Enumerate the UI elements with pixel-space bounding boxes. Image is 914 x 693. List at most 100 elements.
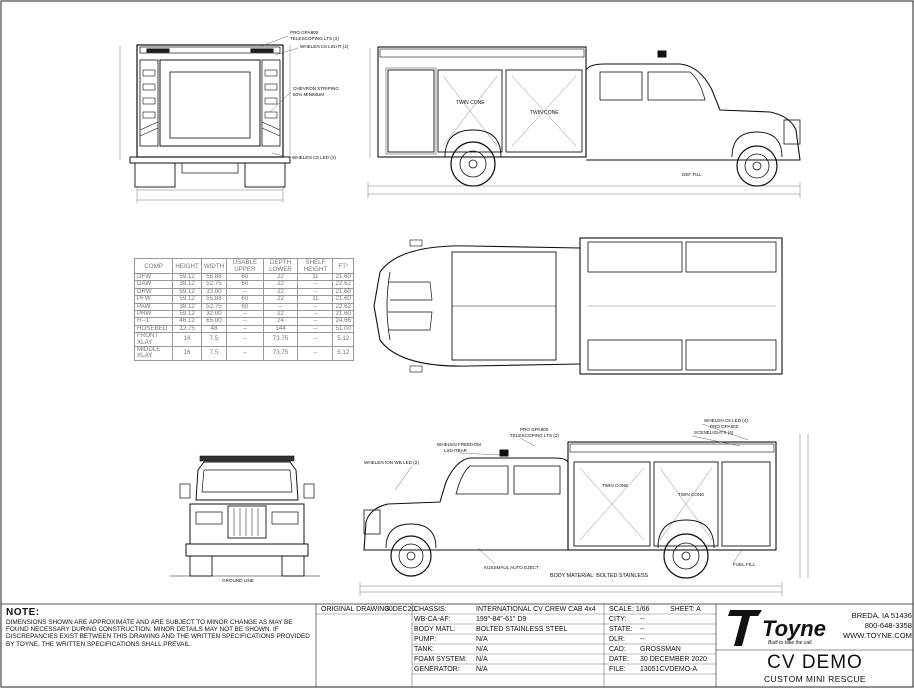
callout-rear-top: PRO GPA800 bbox=[290, 30, 319, 35]
callout-bot-pro: PRO GPA800 bbox=[710, 424, 739, 429]
side-view-driver bbox=[367, 46, 801, 198]
note-body: DIMENSIONS SHOWN ARE APPROXIMATE AND ARE… bbox=[6, 619, 310, 648]
compartment-cell: 12.75 bbox=[172, 324, 202, 334]
compartment-cell: 24.66 bbox=[332, 317, 354, 326]
compartment-cell: 11 bbox=[297, 295, 334, 304]
tb-file: 13051CVDEMO-A bbox=[640, 666, 698, 673]
compartment-cell: 60 bbox=[226, 295, 264, 304]
tb-original-date: 30DEC20 bbox=[385, 606, 416, 613]
title-block-frame bbox=[1, 603, 913, 687]
label-twin-cone-1: TWIN CONE bbox=[456, 100, 485, 106]
tb-tank: N/A bbox=[476, 646, 488, 653]
callout-bot-pro-tel: PRO GPA800 bbox=[520, 427, 549, 432]
compartment-cell: 21.60 bbox=[332, 272, 354, 282]
front-view bbox=[170, 455, 320, 577]
compartment-cell: 38.12 bbox=[172, 280, 202, 289]
callout-ground-line: GROUND LINE bbox=[222, 578, 254, 583]
callout-rear-bottom: WHELEN C6 LED (2) bbox=[292, 155, 336, 160]
tb-state: -- bbox=[640, 626, 645, 633]
compartment-cell: 55.88 bbox=[200, 295, 228, 304]
col-height: HEIGHT bbox=[172, 258, 202, 274]
tb-foam: N/A bbox=[476, 656, 488, 663]
tb-cad: GROSSMAN bbox=[640, 646, 681, 653]
compartment-cell: -- bbox=[226, 346, 264, 361]
compartment-cell: 21.60 bbox=[332, 287, 354, 297]
col-comp: COMP bbox=[133, 258, 174, 274]
tb-dlr-label: DLR: bbox=[609, 636, 625, 643]
toyne-logo: Toyne Built to take the call. bbox=[728, 606, 838, 655]
tb-wb: 199"-84"-61" D9 bbox=[476, 616, 527, 623]
callout-rear-top2: TELESCOPING LTS (2) bbox=[290, 36, 339, 41]
callout-def-fill: DEF FILL bbox=[682, 172, 702, 177]
compartment-cell: 5.12 bbox=[332, 346, 354, 361]
compartment-cell: 5.12 bbox=[332, 332, 354, 348]
compartment-table-header: COMP HEIGHT WIDTH USABLE UPPER DEPTH LOW… bbox=[133, 258, 354, 274]
callout-bot-pro-tel2: TELESCOPING LTS (2) bbox=[510, 433, 559, 438]
company-city: BREDA, IA 51436 bbox=[851, 611, 912, 620]
drawing-subtitle: CUSTOM MINI RESCUE bbox=[764, 674, 866, 684]
col-upper: USABLE UPPER bbox=[226, 258, 264, 274]
tb-sheet: SHEET: A bbox=[670, 606, 701, 613]
label-twin-cone-4: TWIN CONE bbox=[678, 492, 704, 497]
compartment-cell: PFW bbox=[133, 295, 174, 304]
tb-gen: N/A bbox=[476, 666, 488, 673]
compartment-cell: 59.12 bbox=[172, 272, 202, 282]
compartment-table: COMP HEIGHT WIDTH USABLE UPPER DEPTH LOW… bbox=[133, 258, 354, 361]
callout-bot-kussmaul: KUSSMAUL AUTO EJECT bbox=[484, 565, 539, 570]
compartment-cell: -- bbox=[297, 280, 334, 289]
company-web: WWW.TOYNE.COM bbox=[842, 631, 912, 640]
tb-chassis-label: CHASSIS: bbox=[414, 606, 447, 613]
compartment-cell: -- bbox=[297, 302, 334, 312]
tb-tank-label: TANK: bbox=[414, 646, 435, 653]
compartment-cell: -- bbox=[297, 332, 334, 348]
compartment-cell: -- bbox=[297, 287, 334, 297]
compartment-cell: 51.00 bbox=[332, 324, 354, 334]
compartment-cell: 32.00 bbox=[200, 310, 228, 319]
compartment-cell: 33.00 bbox=[200, 287, 228, 297]
compartment-cell: 144 bbox=[262, 324, 299, 334]
tb-wb-label: WB-CA-AF: bbox=[414, 616, 451, 623]
side-view-passenger-callouts: WHELEN C6 LED (4) PRO GPA800 SCENELIGHTS… bbox=[364, 418, 755, 579]
side-view-labels: TWIN CONE TWIN CONE DEF FILL bbox=[456, 100, 702, 177]
tb-scale: SCALE: 1/66 bbox=[609, 606, 650, 613]
title-block: ORIGINAL DRAWING 30DEC20 CHASSIS: INTERN… bbox=[318, 605, 713, 687]
tb-state-label: STATE: bbox=[609, 626, 633, 633]
tb-chassis: INTERNATIONAL CV CREW CAB 4x4 bbox=[476, 606, 596, 613]
tb-city-label: CITY: bbox=[609, 616, 627, 623]
tb-file-label: FILE: bbox=[609, 666, 626, 673]
rear-view bbox=[119, 44, 291, 203]
tb-cad-label: CAD: bbox=[609, 646, 626, 653]
tb-date-label: DATE: bbox=[609, 656, 630, 663]
callout-rear-chevron2: 50% MINIMUM bbox=[293, 92, 324, 97]
compartment-cell: 52.75 bbox=[200, 302, 228, 312]
compartment-cell: -- bbox=[226, 332, 264, 348]
callout-bot-ion: WHELEN ION WB LED (2) bbox=[364, 460, 419, 465]
tb-body-label: BODY MATL: bbox=[414, 626, 456, 633]
compartment-cell: MIDDLE XLAY bbox=[133, 346, 174, 361]
compartment-cell: 52.75 bbox=[200, 280, 228, 289]
compartment-cell: 16 bbox=[172, 346, 202, 361]
compartment-cell: 7.5 bbox=[200, 332, 228, 348]
tb-dlr: -- bbox=[640, 636, 645, 643]
compartment-cell: 55.88 bbox=[200, 272, 228, 282]
compartment-cell: 16 bbox=[172, 332, 202, 348]
compartment-cell: 46.12 bbox=[172, 317, 202, 326]
toyne-logo-mark: Toyne Built to take the call. bbox=[728, 610, 826, 646]
callout-bot-pro2: SCENELIGHTS (4) bbox=[694, 430, 734, 435]
logo-brand: Toyne bbox=[762, 616, 826, 641]
compartment-cell: 7.5 bbox=[200, 346, 228, 361]
compartment-cell: 22.62 bbox=[332, 280, 354, 289]
label-twin-cone-2: TWIN CONE bbox=[530, 110, 559, 116]
note-block: NOTE: DIMENSIONS SHOWN ARE APPROXIMATE A… bbox=[6, 607, 312, 687]
compartment-cell: 21.60 bbox=[332, 295, 354, 304]
